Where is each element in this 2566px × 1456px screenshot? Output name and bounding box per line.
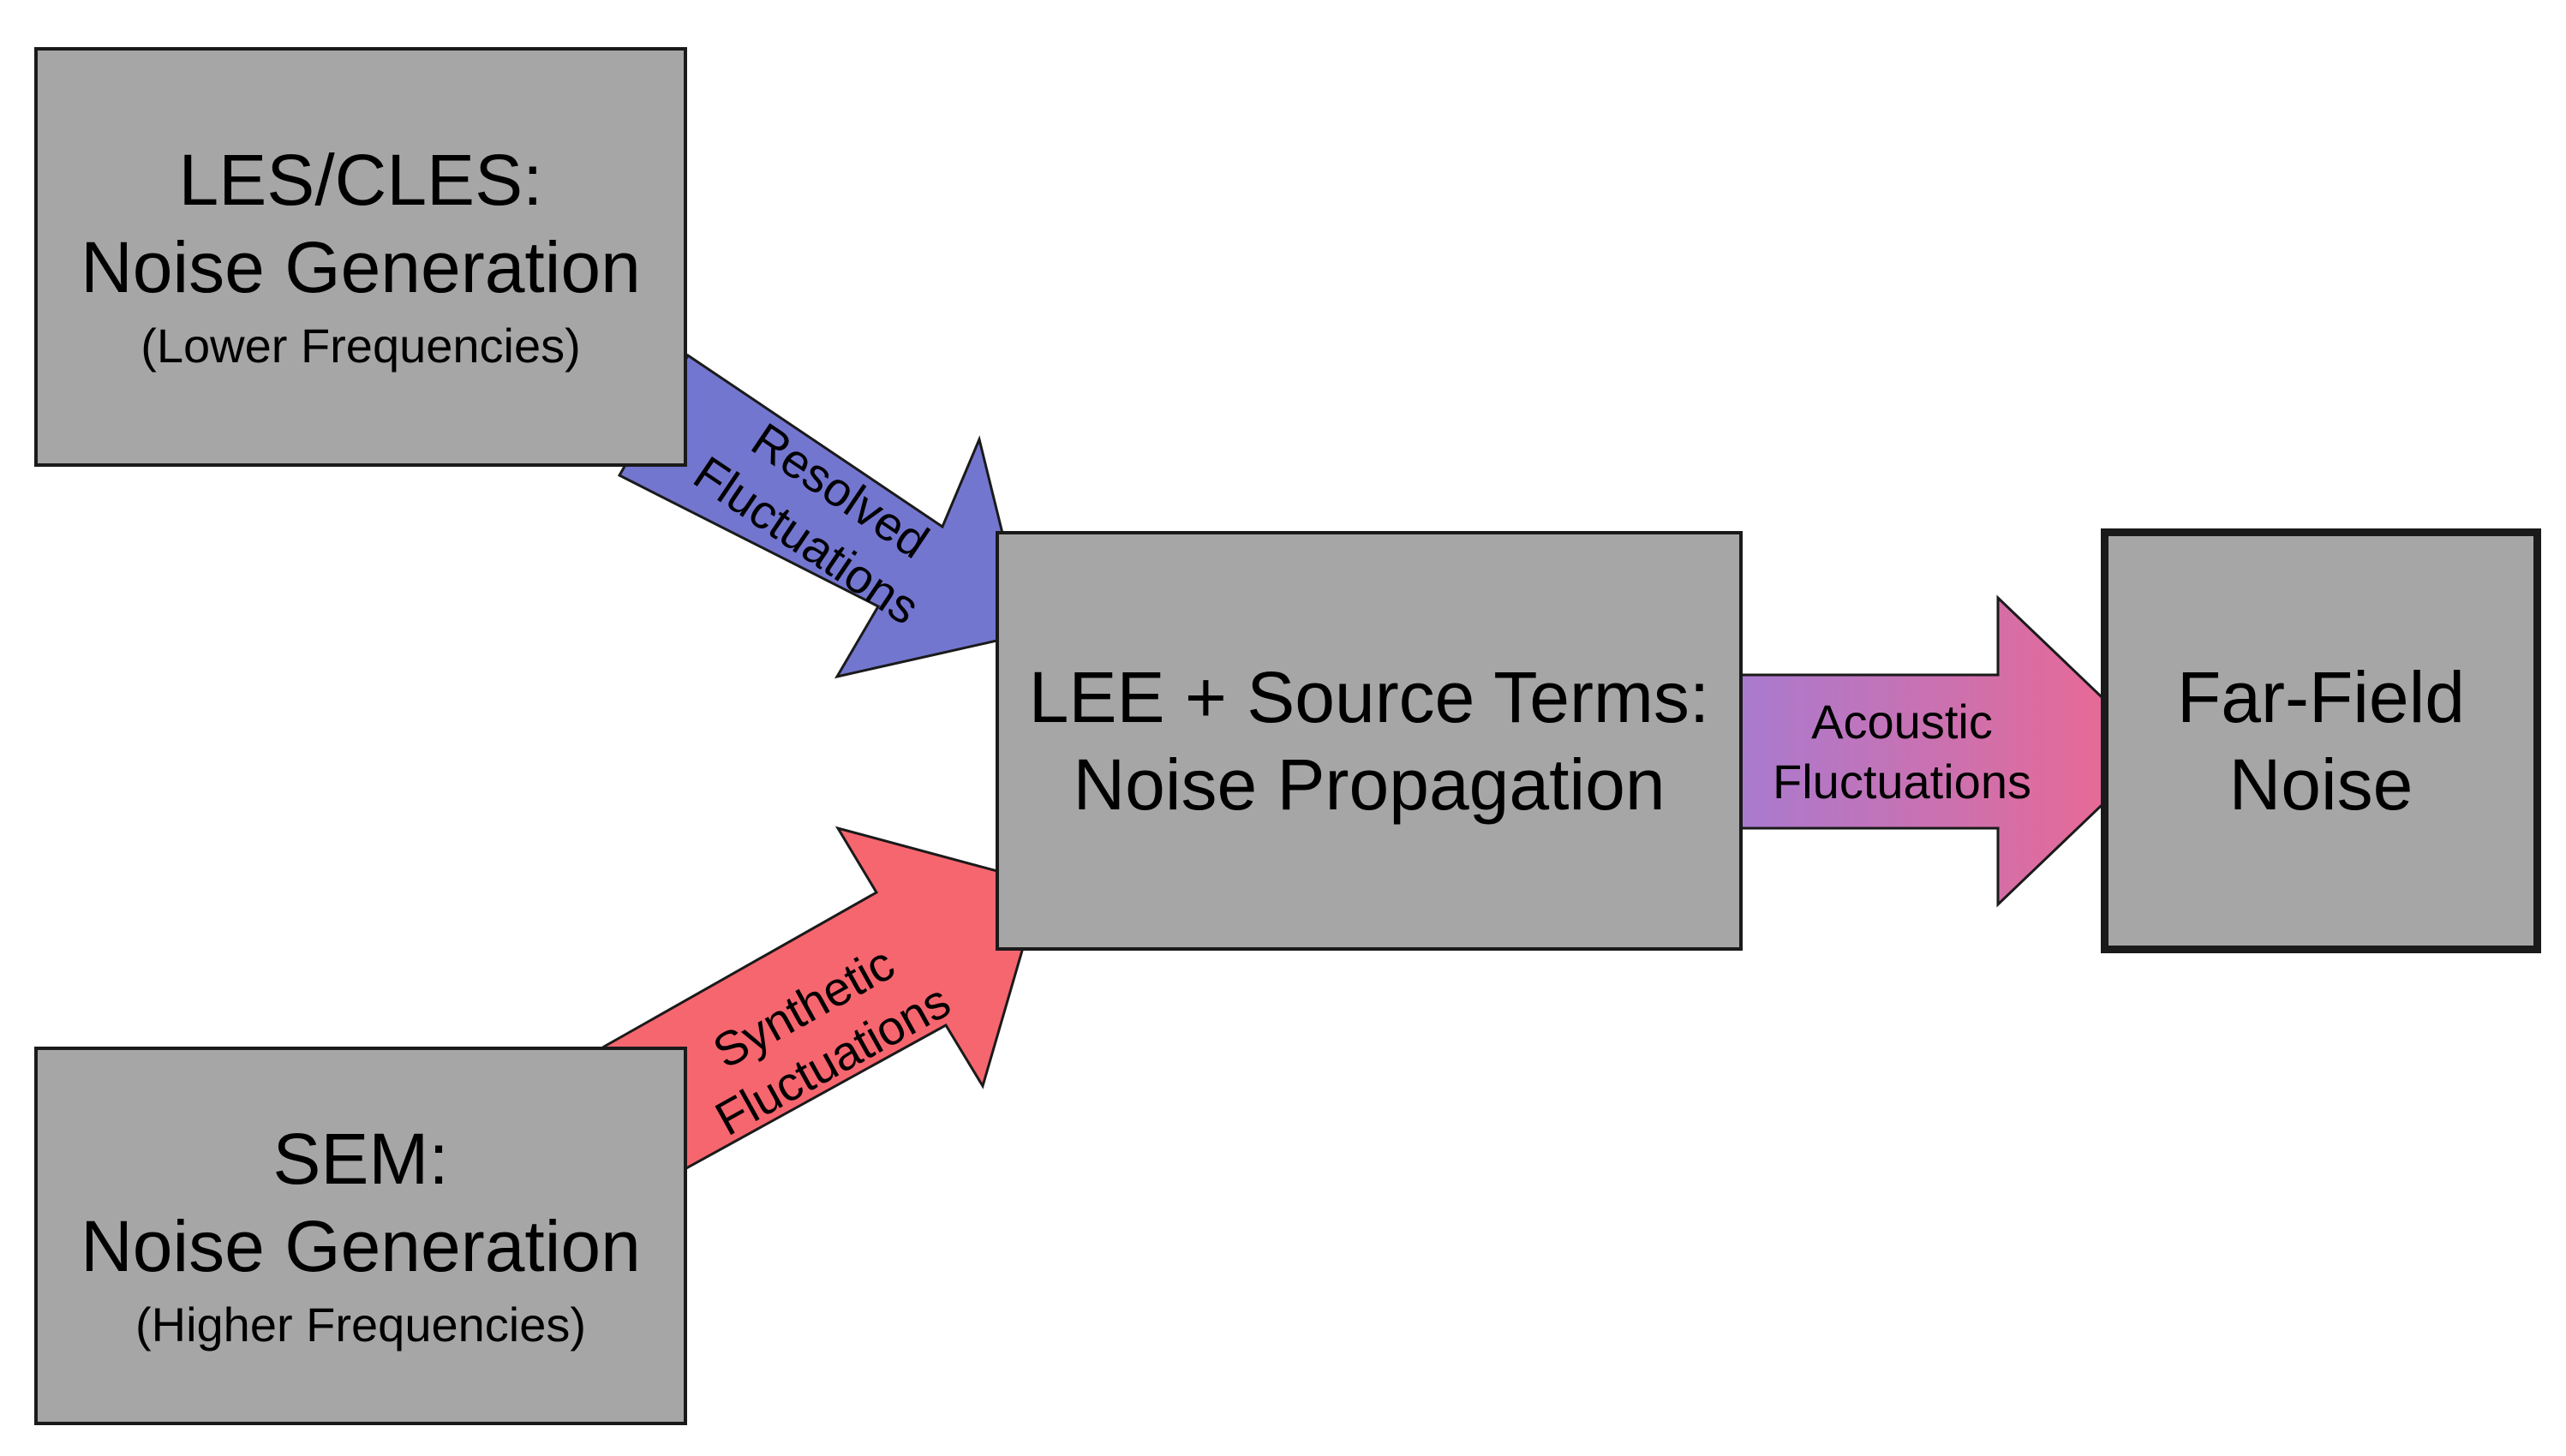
lee-source-terms-box: LEE + Source Terms: Noise Propagation — [996, 531, 1743, 951]
far-field-subtitle: Noise — [2228, 744, 2413, 825]
synthetic-fluctuations-arrow — [602, 826, 1044, 1179]
acoustic-fluctuations-arrow — [1722, 594, 2161, 908]
les-cles-title: LES/CLES: — [178, 140, 543, 220]
sem-box: SEM: Noise Generation (Higher Frequencie… — [34, 1047, 687, 1425]
lee-subtitle: Noise Propagation — [1073, 744, 1666, 825]
sem-note: (Higher Frequencies) — [135, 1298, 586, 1352]
far-field-title: Far-Field — [2176, 657, 2466, 737]
far-field-noise-box: Far-Field Noise — [2101, 528, 2541, 953]
acoustic-label-line1: Acoustic — [1811, 695, 1993, 749]
sem-title: SEM: — [272, 1119, 449, 1199]
les-cles-box: LES/CLES: Noise Generation (Lower Freque… — [34, 47, 687, 467]
les-cles-subtitle: Noise Generation — [81, 227, 641, 307]
les-cles-note: (Lower Frequencies) — [141, 319, 581, 373]
sem-subtitle: Noise Generation — [81, 1206, 641, 1286]
resolved-fluctuations-arrow — [617, 353, 1029, 679]
acoustic-label-line2: Fluctuations — [1773, 755, 2031, 809]
lee-title: LEE + Source Terms: — [1028, 657, 1710, 737]
acoustic-fluctuations-label: Acoustic Fluctuations — [1773, 692, 2031, 812]
